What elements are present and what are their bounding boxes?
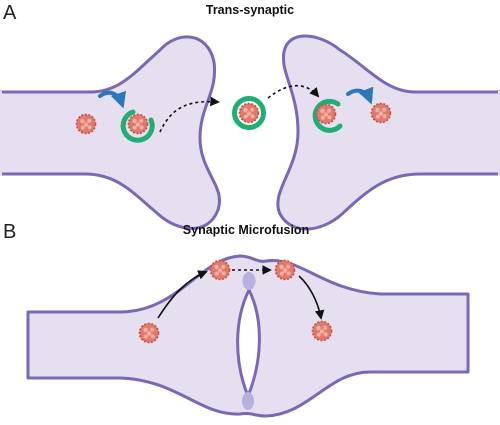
transport-arrow-icon [157, 270, 208, 319]
vesicle-icon [120, 109, 155, 143]
presynaptic-terminal [0, 35, 221, 230]
uptake-arrow-icon [346, 86, 374, 105]
protein-aggregate-icon [138, 322, 160, 344]
protein-aggregate-icon [274, 259, 296, 281]
transport-arrow-icon [159, 96, 220, 133]
protein-aggregate-icon [315, 103, 337, 125]
transport-arrow-icon [267, 84, 320, 99]
protein-aggregate-icon [370, 102, 392, 124]
uptake-arrow-icon [98, 90, 127, 109]
vesicle-icon [312, 98, 343, 133]
fusion-pore [242, 272, 256, 290]
panel-a-letter: A [3, 2, 17, 24]
protein-aggregate-icon [75, 113, 97, 135]
fusion-pore [242, 392, 254, 410]
protein-aggregate-icon [238, 102, 260, 124]
panel-b-letter: B [3, 221, 16, 243]
protein-aggregate-icon [311, 320, 333, 342]
transport-arrow-icon [298, 275, 325, 320]
protein-aggregate-icon [127, 113, 149, 135]
protein-aggregate-icon [209, 259, 231, 281]
postsynaptic-terminal [276, 34, 500, 231]
panel-b-title: Synaptic Microfusion [183, 223, 309, 237]
panel-a-title: Trans-synaptic [206, 3, 294, 17]
